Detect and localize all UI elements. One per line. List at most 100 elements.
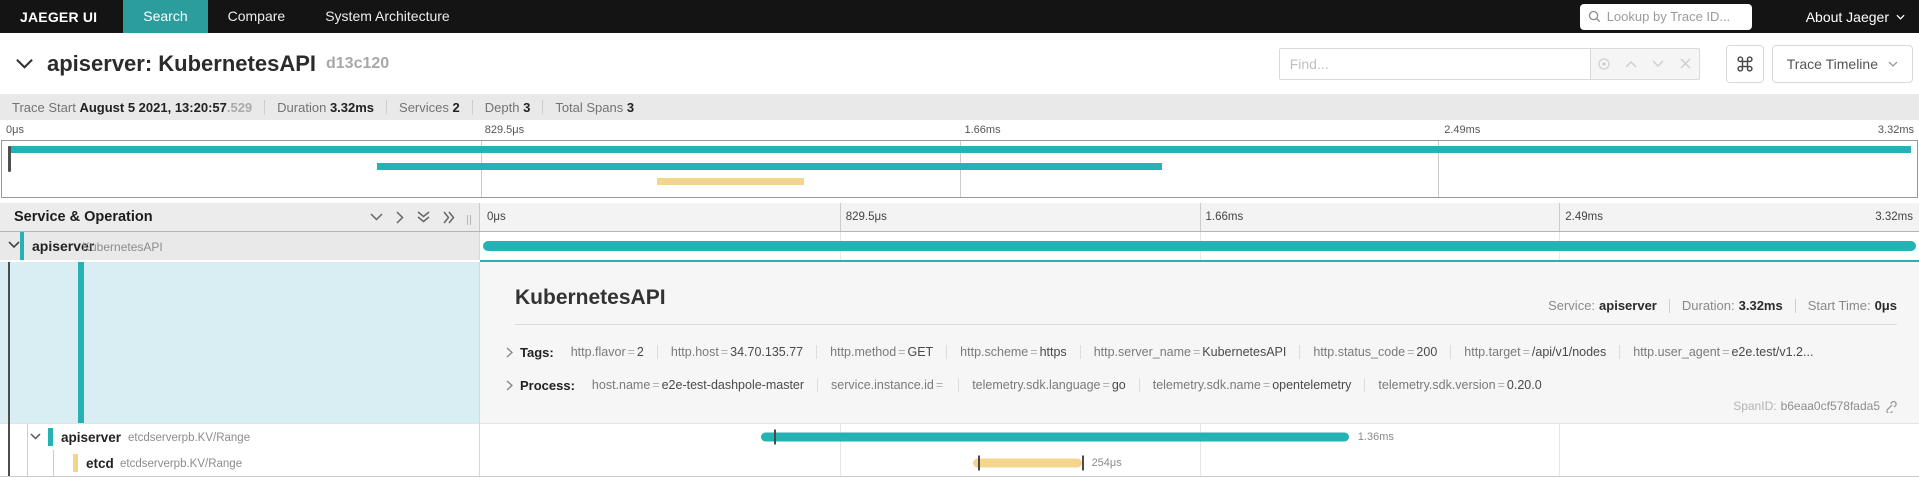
nav-item-compare[interactable]: Compare: [227, 8, 286, 24]
divider: [1668, 298, 1670, 313]
service-operation-column-header: Service & Operation: [0, 203, 480, 231]
timeline-column-header: 0μs 829.5μs 1.66ms 2.49ms 3.32ms: [480, 203, 1919, 231]
detail-operation-title: KubernetesAPI: [515, 286, 666, 309]
expand-process-chevron-icon[interactable]: [506, 379, 513, 391]
tick-label: 2.49ms: [1565, 211, 1603, 223]
selected-span-guide-line: [8, 262, 10, 476]
find-input[interactable]: [1278, 47, 1591, 80]
trace-lookup-box[interactable]: [1579, 3, 1752, 30]
trace-start: Trace Start August 5 2021, 13:20:57.529: [12, 99, 253, 115]
tick-label: 3.32ms: [1877, 124, 1914, 136]
process-row: Process: host.name=e2e-test-dashpole-mas…: [506, 373, 1897, 397]
span-timeline-cell[interactable]: [480, 232, 1919, 260]
app-logo[interactable]: JAEGER UI: [20, 8, 98, 25]
tag-item: http.method=GET: [816, 345, 946, 359]
about-jaeger-menu[interactable]: About Jaeger: [1806, 9, 1905, 25]
trace-view-select[interactable]: Trace Timeline: [1771, 44, 1913, 83]
tag-item: http.user_agent=e2e.test/v1.2...: [1619, 345, 1826, 359]
span-color-accent: [20, 232, 24, 260]
span-timeline-cell[interactable]: 1.36ms: [480, 424, 1919, 450]
selected-span-name-panel: [0, 262, 480, 424]
collapse-all-icon[interactable]: [417, 211, 430, 223]
collapse-one-icon[interactable]: [370, 213, 383, 221]
service-name-label: apiserver: [32, 238, 95, 254]
process-item: telemetry.sdk.language=go: [958, 378, 1139, 392]
span-row-leaf: etcd etcdserverpb.KV/Range 254μs: [0, 450, 1919, 476]
view-range-scrubber[interactable]: [8, 146, 11, 172]
span-name-cell[interactable]: etcd etcdserverpb.KV/Range: [0, 450, 480, 476]
next-match-button[interactable]: [1645, 49, 1672, 79]
trace-depth: Depth 3: [484, 99, 531, 115]
trace-lookup-input[interactable]: [1606, 9, 1744, 24]
find-bar: [1278, 47, 1700, 80]
span-boundary-tick: [1081, 455, 1084, 471]
process-label[interactable]: Process:: [520, 377, 575, 393]
span-color-accent: [73, 454, 78, 472]
span-bar[interactable]: [972, 458, 1083, 468]
trace-header: apiserver: KubernetesAPI d13c120: [0, 33, 1919, 94]
command-icon: [1736, 55, 1754, 73]
chevron-down-icon: [1896, 14, 1905, 20]
divider: [1794, 298, 1796, 313]
clear-find-button[interactable]: [1672, 49, 1699, 79]
span-name-cell[interactable]: apiserver etcdserverpb.KV/Range: [0, 424, 480, 450]
tree-guide-line: [53, 450, 54, 476]
expand-tags-chevron-icon[interactable]: [506, 346, 513, 358]
gridline: [1438, 141, 1440, 197]
span-boundary-tick: [977, 455, 980, 471]
trace-header-controls: Trace Timeline: [1278, 44, 1913, 83]
keyboard-shortcuts-button[interactable]: [1725, 44, 1764, 83]
column-title: Service & Operation: [14, 209, 153, 225]
copy-link-icon[interactable]: [1884, 400, 1897, 413]
minimap-ticks: 0μs 829.5μs 1.66ms 2.49ms 3.32ms: [0, 120, 1919, 140]
minimap-canvas[interactable]: [1, 140, 1918, 198]
tag-item: http.target=/api/v1/nodes: [1450, 345, 1619, 359]
gridline: [1199, 203, 1201, 231]
span-name-cell[interactable]: apiserver KubernetesAPI: [0, 232, 480, 260]
trace-view-label: Trace Timeline: [1786, 55, 1878, 72]
span-row-child: apiserver etcdserverpb.KV/Range 1.36ms: [0, 424, 1919, 450]
nav-item-system-architecture[interactable]: System Architecture: [325, 8, 450, 24]
tree-toggle-chevron-icon[interactable]: [30, 433, 41, 440]
tag-item: http.flavor=2: [570, 345, 644, 359]
span-row-root: apiserver KubernetesAPI: [0, 232, 1919, 260]
span-timeline-cell[interactable]: 254μs: [480, 450, 1919, 476]
tag-item: http.server_name=KubernetesAPI: [1079, 345, 1300, 359]
divider: [471, 100, 473, 114]
top-nav: JAEGER UI Search Compare System Architec…: [0, 0, 1919, 33]
minimap-span-bar: [377, 163, 1163, 170]
tree-toggle-chevron-icon[interactable]: [8, 241, 20, 249]
minimap-span-bar: [7, 146, 1912, 153]
expand-all-icon[interactable]: [443, 211, 455, 224]
process-item: telemetry.sdk.version=0.20.0: [1364, 378, 1554, 392]
focus-match-button[interactable]: [1591, 49, 1618, 79]
detail-meta: Service:apiserver Duration:3.32ms Start …: [1548, 298, 1897, 313]
column-resize-handle[interactable]: [467, 215, 471, 225]
operation-name-label: KubernetesAPI: [82, 240, 163, 254]
gridline: [839, 450, 841, 476]
tick-label: 0μs: [487, 211, 506, 223]
selected-span-underline: [480, 260, 1919, 262]
tick-label: 829.5μs: [845, 211, 887, 223]
detail-duration: Duration:3.32ms: [1681, 298, 1783, 313]
tag-item: http.host=34.70.135.77: [656, 345, 816, 359]
span-table-header: Service & Operation 0μs: [0, 203, 1919, 232]
tags-label[interactable]: Tags:: [520, 344, 554, 360]
prev-match-button[interactable]: [1618, 49, 1645, 79]
expand-one-icon[interactable]: [396, 210, 404, 224]
divider: [386, 100, 388, 114]
tick-label: 1.66ms: [1205, 211, 1244, 223]
span-bar[interactable]: [482, 241, 1917, 251]
collapse-trace-chevron-icon[interactable]: [16, 58, 33, 69]
span-duration-label: 1.36ms: [1357, 431, 1394, 443]
nav-item-search[interactable]: Search: [123, 0, 208, 33]
gridline: [1559, 424, 1561, 450]
tree-guide-line: [27, 424, 28, 476]
span-bar[interactable]: [760, 432, 1350, 442]
trace-total-spans: Total Spans 3: [555, 99, 635, 115]
tick-label: 2.49ms: [1444, 124, 1481, 136]
operation-name-label: etcdserverpb.KV/Range: [128, 432, 251, 444]
about-jaeger-label: About Jaeger: [1805, 8, 1889, 25]
divider: [542, 100, 544, 114]
tick-label: 3.32ms: [1875, 211, 1913, 223]
